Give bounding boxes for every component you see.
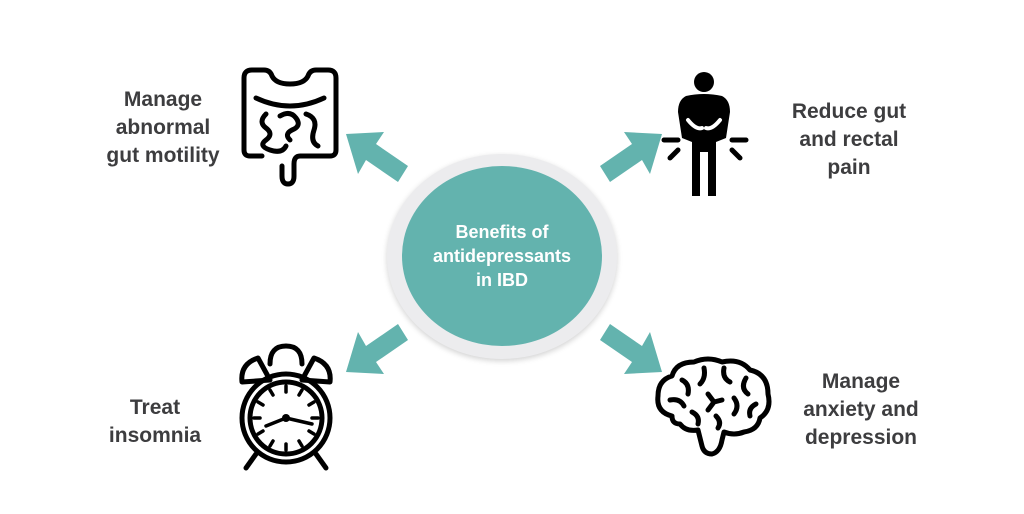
arrow-down-right-icon [600,324,662,374]
brain-icon [655,356,772,457]
center-hub-title: Benefits of antidepressants in IBD [432,222,572,290]
stomach-pain-person-icon [661,72,749,196]
intestine-icon [241,67,339,187]
arrow-up-left-icon [346,132,408,182]
benefit-label-gut-pain: Reduce gut and rectal pain [791,100,907,179]
benefit-label-anxiety-depression: Manage anxiety and depression [803,370,919,449]
alarm-clock-icon [239,343,333,471]
center-hub: Benefits of antidepressants in IBD [402,166,602,346]
benefit-label-gut-motility: Manage abnormal gut motility [106,88,220,167]
arrow-up-right-icon [600,132,662,182]
arrow-down-left-icon [346,324,408,374]
benefit-label-insomnia: Treat insomnia [108,396,202,447]
